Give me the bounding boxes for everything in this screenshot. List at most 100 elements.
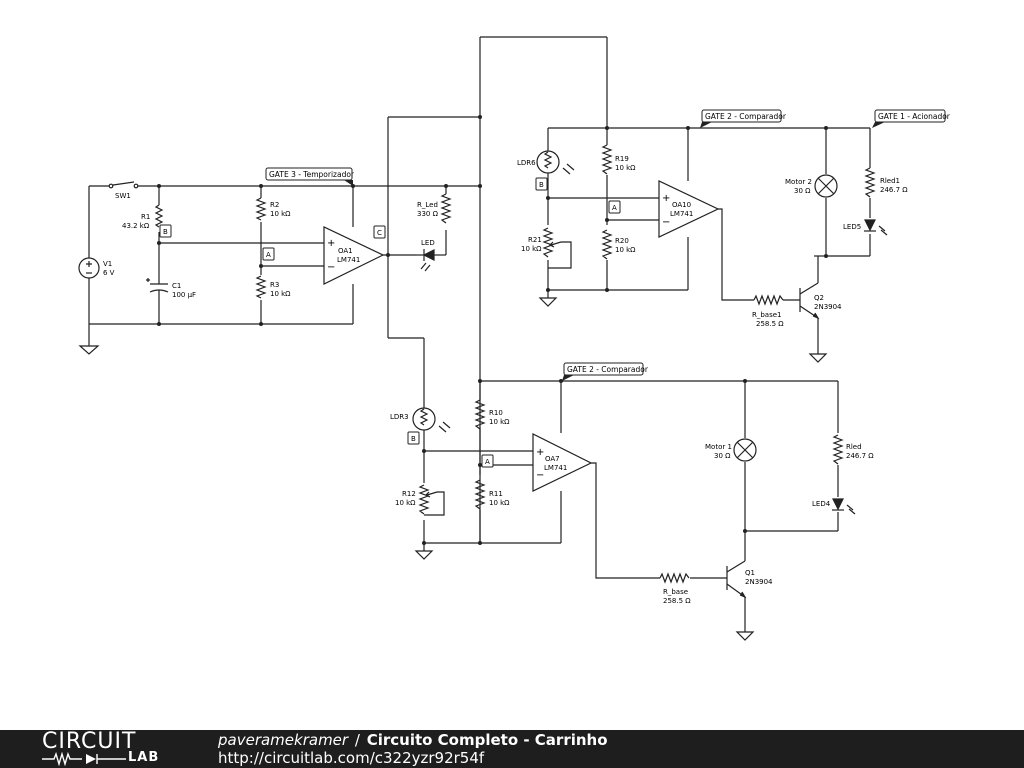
node-a-r10: A [485,458,490,466]
q2-name: Q2 [814,294,824,302]
oa10-value: LM741 [670,210,693,218]
r10-value: 10 kΩ [489,418,510,426]
q1-name: Q1 [745,569,755,577]
oa1-plus: + [327,238,335,249]
r11-name: R11 [489,490,503,498]
node-b-ldr6: B [539,181,544,189]
c1-value: 100 µF [172,291,196,299]
logo-waveform-icon [42,752,126,766]
rled-b-name: Rled [846,443,862,451]
node-flags [159,177,621,468]
motor-1 [733,438,757,462]
oa7-minus: − [536,470,544,481]
ldr-ldr6 [536,147,575,177]
motor1-name: Motor 1 [705,443,732,451]
opamp-oa10 [658,180,720,238]
component-labels: R1 43.2 kΩ C1 100 µF R2 10 kΩ R3 10 kΩ O… [122,155,908,605]
circuit-title-line: paveramekramer / Circuito Completo - Car… [218,731,608,749]
circuitlab-logo: CIRCUIT LAB [42,731,182,767]
circuit-schematic: SW1 V1 6 V [78,36,951,641]
r20-value: 10 kΩ [615,246,636,254]
rbase-name: R_base [663,588,688,596]
rbase-value: 258.5 Ω [663,597,691,605]
oa10-plus: + [662,193,670,204]
capacitor-c1 [146,278,169,297]
r1-name: R1 [141,213,150,221]
node-c-oa1: C [377,229,382,237]
node-b-ldr3: B [411,435,416,443]
r20-name: R20 [615,237,629,245]
sw1-label: SW1 [115,192,131,200]
rbase1-value: 258.5 Ω [756,320,784,328]
r2-value: 10 kΩ [270,210,291,218]
junction-dots [157,115,828,545]
author-link[interactable]: paveramekramer [218,731,349,749]
node-b-r1: B [163,228,168,236]
led-name: LED [421,239,435,247]
r21-value: 10 kΩ [521,245,542,253]
r12-name: R12 [402,490,416,498]
motor1-value: 30 Ω [714,452,731,460]
ground-symbols [78,297,828,641]
oa10-minus: − [662,217,670,228]
oa7-name: OA7 [545,455,560,463]
r12-value: 10 kΩ [395,499,416,507]
footer-bar: CIRCUIT LAB paveramekramer / Circuito Co… [0,730,1024,768]
oa1-minus: − [327,262,335,273]
motor-2 [814,174,838,198]
gate-temporizador: GATE 3 - Temporizador [269,170,355,179]
rled1-value: 246.7 Ω [880,186,908,194]
oa7-plus: + [536,447,544,458]
v1-value: 6 V [103,269,115,277]
gate-tags [265,109,946,381]
led4-name: LED4 [812,500,831,508]
resistors [154,144,876,584]
oa1-value: LM741 [337,256,360,264]
r3-value: 10 kΩ [270,290,291,298]
gate-acionador: GATE 1 - Acionador [878,112,951,121]
motor2-name: Motor 2 [785,178,812,186]
switch-sw1 [108,181,139,189]
gate-comparador-top: GATE 2 - Comparador [705,112,787,121]
r2-name: R2 [270,201,279,209]
oa7-value: LM741 [544,464,567,472]
node-a-r19: A [612,204,617,212]
led5-name: LED5 [843,223,861,231]
led-oa1-output [416,249,435,272]
r3-name: R3 [270,281,279,289]
r21-name: R21 [528,236,542,244]
circuit-title: Circuito Completo - Carrinho [366,731,608,749]
led-led4 [832,498,856,515]
r10-name: R10 [489,409,503,417]
ldr-ldr3 [412,403,451,435]
circuit-url[interactable]: http://circuitlab.com/c322yzr92r54f [218,749,485,767]
voltage-source-v1 [78,257,100,279]
rled1-name: Rled1 [880,177,900,185]
motor2-value: 30 Ω [794,187,811,195]
rbase1-name: R_base1 [752,311,782,319]
rled-b-value: 246.7 Ω [846,452,874,460]
transistor-q1 [726,560,747,599]
c1-name: C1 [172,282,181,290]
gate-comparador-bottom: GATE 2 - Comparador [567,365,649,374]
node-a-r2: A [266,251,271,259]
ldr6-name: LDR6 [517,159,536,167]
logo-bottom-text: LAB [128,750,160,765]
title-separator: / [354,731,360,749]
v1-name: V1 [103,260,112,268]
transistor-q2 [799,282,820,320]
r11-value: 10 kΩ [489,499,510,507]
led-led5 [864,219,888,236]
opamp-oa7 [532,433,593,492]
oa1-name: OA1 [338,247,353,255]
r19-name: R19 [615,155,629,163]
q1-value: 2N3904 [745,578,773,586]
ldr3-name: LDR3 [390,413,409,421]
logo-top-text: CIRCUIT [42,729,137,754]
oa10-name: OA10 [672,201,691,209]
q2-value: 2N3904 [814,303,842,311]
opamp-oa1 [323,226,385,285]
r1-value: 43.2 kΩ [122,222,150,230]
rled-name: R_Led [417,201,438,209]
r19-value: 10 kΩ [615,164,636,172]
